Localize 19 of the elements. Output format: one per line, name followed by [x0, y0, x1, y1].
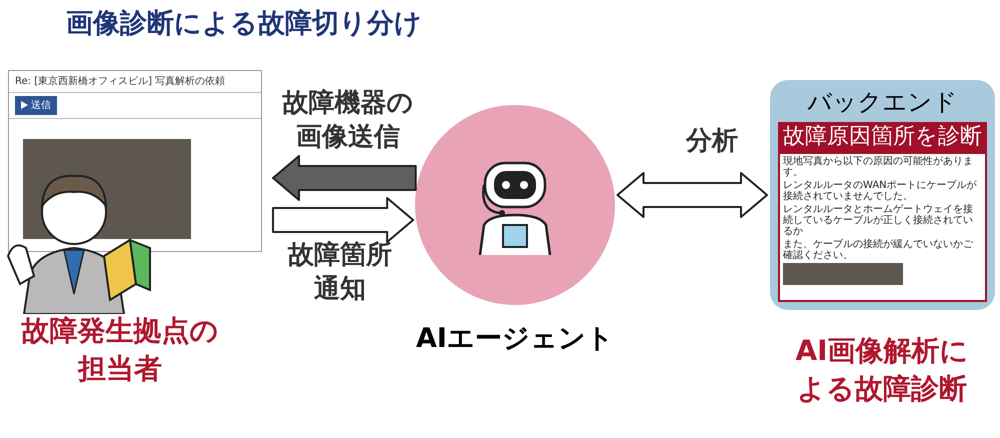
panel-heading: バックエンド — [806, 87, 958, 118]
report-text: また、ケーブルの接続が緩んでいないかご確認ください。 — [783, 239, 974, 261]
node-caption: AI画像解析による故障診断 — [794, 333, 970, 407]
email-subject: Re: [東京西新橋オフィスビル] 写真解析の依頼 — [15, 74, 226, 89]
node-label: 故障発生拠点の担当者 — [20, 313, 220, 387]
send-button: 送信 — [15, 96, 57, 115]
block-arrow — [272, 197, 414, 243]
report-text: 現地写真から以下の原因の可能性があります。 — [783, 156, 974, 178]
edge-label: 分析 — [684, 125, 739, 158]
block-arrow — [616, 172, 768, 218]
diagnosis-header: 故障原因箇所を診断 — [778, 122, 987, 152]
block-arrow — [272, 155, 417, 201]
backend-panel — [770, 80, 995, 310]
edge-label: 故障箇所通知 — [286, 239, 393, 306]
edge-label: 故障機器の画像送信 — [281, 87, 414, 154]
node-label: AIエージェント — [415, 322, 615, 356]
title: 画像診断による故障切り分け — [66, 7, 422, 41]
report-text: レンタルルータとホームゲートウェイを接続しているケーブルが正しく接続されているか — [783, 204, 974, 237]
report-text: レンタルルータのWANポートにケーブルが接続されていませんでした。 — [783, 180, 978, 202]
